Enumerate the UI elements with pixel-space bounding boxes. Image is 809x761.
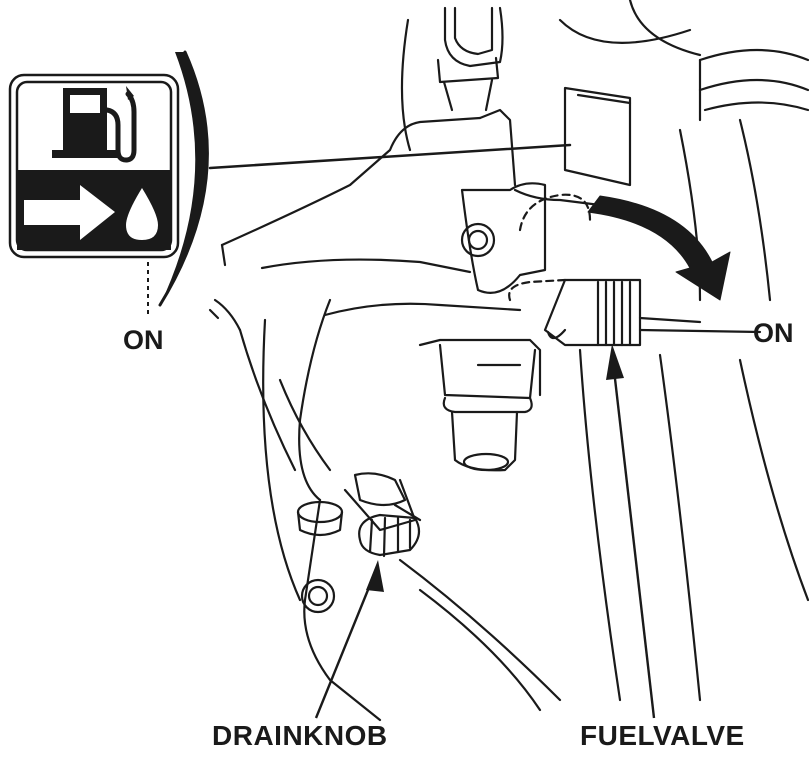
fuel-drop-icon <box>126 188 158 240</box>
icon-leader-line <box>208 143 572 170</box>
fuel-valve-leader <box>606 344 656 719</box>
left-structure <box>208 298 382 722</box>
icon-bracket-band <box>160 52 208 305</box>
valve-bracket <box>220 108 642 317</box>
right-frame <box>558 0 809 702</box>
label-plate <box>563 86 632 187</box>
lower-frame <box>262 318 622 712</box>
drain-knob-label: DRAINKNOB <box>212 720 388 751</box>
fuel-valve-lever <box>543 278 762 347</box>
rotation-arrow <box>587 195 731 301</box>
fuel-icon-panel <box>8 73 180 259</box>
arrow-right-icon <box>24 185 115 240</box>
hidden-valve-outline <box>508 193 592 302</box>
sediment-cup <box>418 338 542 472</box>
fuel-pump-icon <box>52 86 137 163</box>
drain-knob <box>343 472 422 558</box>
drain-knob-leader <box>314 560 384 719</box>
fuel-valve-label: FUELVALVE <box>580 720 745 751</box>
icon-on-label: ON <box>123 325 164 355</box>
valve-on-label: ON <box>753 318 794 348</box>
top-linkage <box>400 6 504 152</box>
